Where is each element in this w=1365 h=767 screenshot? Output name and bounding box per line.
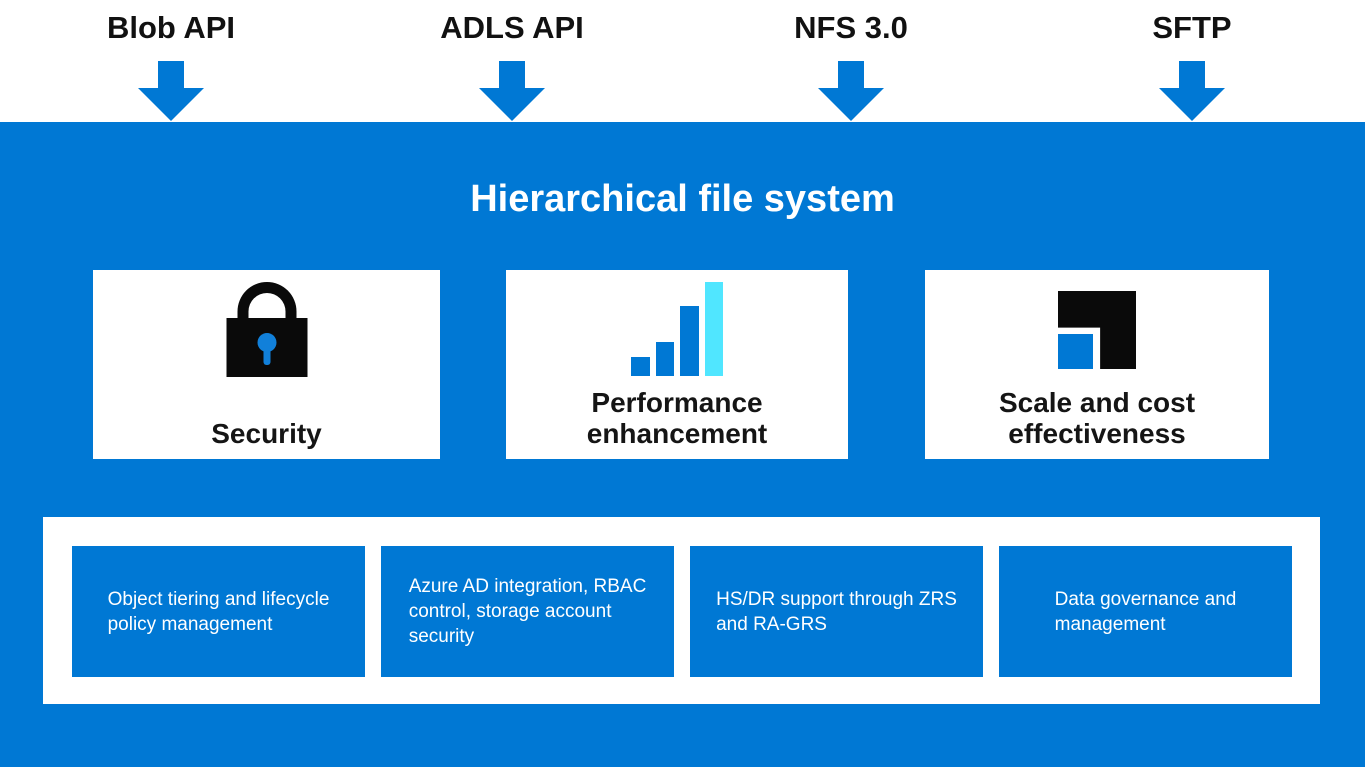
arrow-stem xyxy=(1179,61,1205,89)
scale-blue-square xyxy=(1058,334,1093,369)
feature-box-aad: Azure AD integration, RBAC control, stor… xyxy=(381,546,674,677)
scale-squares-icon xyxy=(1058,291,1136,369)
api-label-nfs: NFS 3.0 xyxy=(794,10,908,45)
feature-box-hsdr: HS/DR support through ZRS and RA-GRS xyxy=(690,546,983,677)
api-label-blob: Blob API xyxy=(106,10,235,45)
features-strip: Object tiering and lifecycle policy mana… xyxy=(43,517,1320,704)
arrow-head xyxy=(138,88,204,121)
arrow-stem xyxy=(838,61,864,89)
card-security: Security xyxy=(93,270,440,459)
api-endpoint-nfs: NFS 3.0 xyxy=(731,0,971,121)
arrow-head xyxy=(479,88,545,121)
feature-text: Azure AD integration, RBAC control, stor… xyxy=(408,576,647,647)
arrow-stem xyxy=(499,61,525,89)
arrow-head xyxy=(818,88,884,121)
card-scale-cost: Scale and cost effectiveness xyxy=(925,270,1269,459)
feature-text: HS/DR support through ZRS and RA-GRS xyxy=(716,588,957,635)
api-endpoint-sftp: SFTP xyxy=(1072,0,1312,121)
api-endpoint-adls: ADLS API xyxy=(392,0,632,121)
down-arrow-icon xyxy=(818,61,884,121)
down-arrow-icon xyxy=(1159,61,1225,121)
feature-box-governance: Data governance and management xyxy=(999,546,1292,677)
down-arrow-icon xyxy=(138,61,204,121)
feature-box-tiering: Object tiering and lifecycle policy mana… xyxy=(72,546,365,677)
keyhole-stem xyxy=(263,343,270,365)
api-label-sftp: SFTP xyxy=(1152,10,1232,45)
feature-text: Object tiering and lifecycle policy mana… xyxy=(107,588,330,635)
card-label-performance: Performance enhancement xyxy=(586,387,768,449)
bar-highlight xyxy=(705,282,723,376)
api-label-adls: ADLS API xyxy=(440,10,584,45)
hierarchical-file-system-panel: Hierarchical file system Security Perfor… xyxy=(0,122,1365,767)
lock-icon xyxy=(226,282,307,377)
keyhole xyxy=(257,333,276,352)
lock-body xyxy=(226,318,307,377)
card-label-scale-cost: Scale and cost effectiveness xyxy=(998,387,1196,449)
arrow-stem xyxy=(158,61,184,89)
bar xyxy=(631,357,650,376)
down-arrow-icon xyxy=(479,61,545,121)
bar xyxy=(656,342,674,376)
feature-text: Data governance and management xyxy=(1054,588,1237,635)
panel-title: Hierarchical file system xyxy=(470,178,895,220)
card-label-security: Security xyxy=(211,418,322,449)
lock-shackle xyxy=(237,282,296,332)
api-endpoint-blob: Blob API xyxy=(51,0,291,121)
card-performance: Performance enhancement xyxy=(506,270,848,459)
bar xyxy=(680,306,699,376)
arrow-head xyxy=(1159,88,1225,121)
bar-chart-icon xyxy=(631,282,723,376)
